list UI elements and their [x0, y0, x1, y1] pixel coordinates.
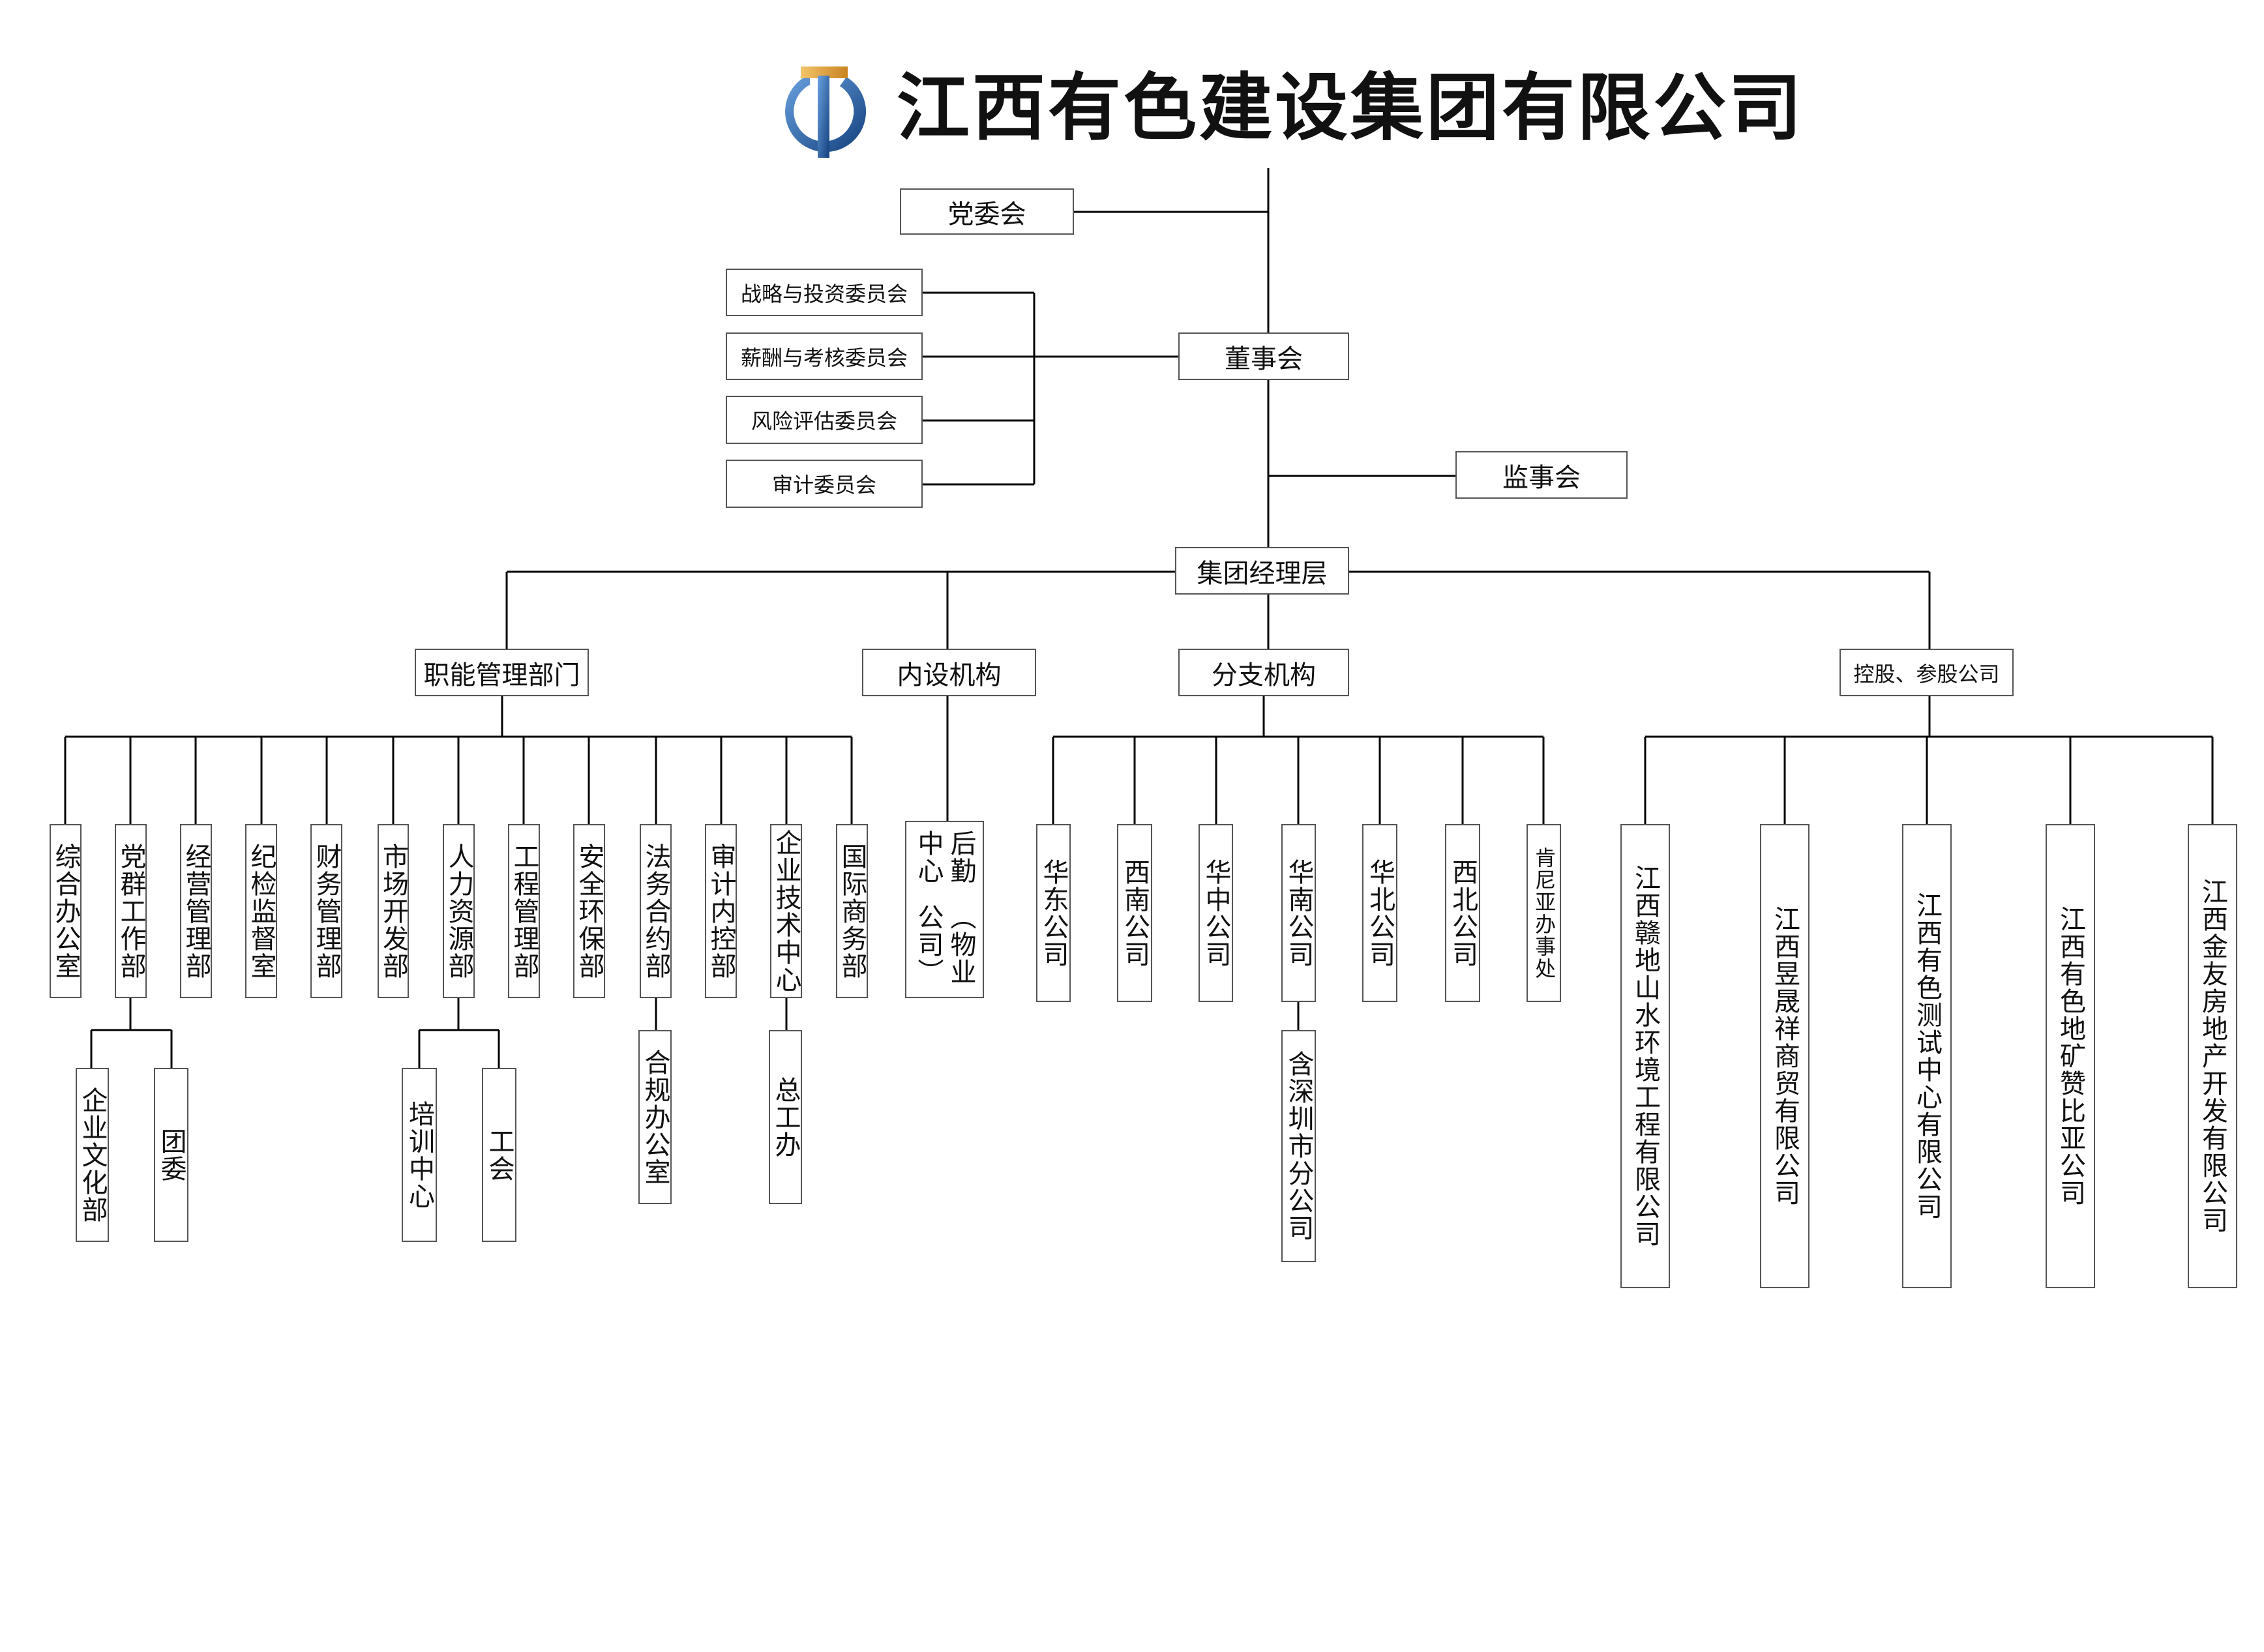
holdings-box: 控股、参股公司: [1840, 649, 2014, 696]
branch-box: 华北公司: [1362, 824, 1397, 1002]
branch-box: 华南公司: [1281, 824, 1316, 1002]
branch-box: 华中公司: [1199, 824, 1233, 1002]
holding-company-box: 江西昱晟祥商贸有限公司: [1760, 824, 1810, 1288]
branch-box: 肯尼亚办事处: [1527, 824, 1561, 1002]
internal-units-box: 内设机构: [862, 649, 1036, 696]
party-committee-box: 党委会: [900, 188, 1074, 235]
audit-committee-box: 审计委员会: [726, 460, 923, 508]
company-logo-icon: [785, 66, 867, 158]
department-box: 审计内控部: [705, 824, 737, 998]
risk-assessment-committee-box: 风险评估委员会: [726, 396, 923, 444]
holding-company-box: 江西金友房地产开发有限公司: [2188, 824, 2237, 1288]
department-box: 企业技术中心: [770, 824, 802, 998]
department-box: 安全环保部: [573, 824, 605, 998]
branches-box: 分支机构: [1178, 649, 1349, 696]
department-box: 工程管理部: [508, 824, 540, 998]
department-box: 法务合约部: [640, 824, 672, 998]
branch-sub-unit-box: 含深圳市分公司: [1281, 1030, 1316, 1262]
sub-unit-box: 工会: [482, 1068, 516, 1242]
sub-unit-box: 总工办: [769, 1030, 802, 1204]
holding-company-box: 江西赣地山水环境工程有限公司: [1620, 824, 1670, 1288]
branch-box: 西南公司: [1117, 824, 1152, 1002]
board-of-directors-box: 董事会: [1178, 332, 1349, 380]
branch-box: 西北公司: [1445, 824, 1480, 1002]
management-layer-box: 集团经理层: [1175, 547, 1349, 595]
department-box: 财务管理部: [310, 824, 342, 998]
sub-unit-box: 培训中心: [402, 1068, 437, 1242]
company-title: 江西有色建设集团有限公司: [897, 66, 1804, 151]
functional-departments-box: 职能管理部门: [415, 649, 589, 696]
sub-unit-box: 合规办公室: [638, 1030, 672, 1204]
sub-unit-box: 团委: [154, 1068, 188, 1242]
department-box: 经营管理部: [180, 824, 212, 998]
department-box: 党群工作部: [115, 824, 147, 998]
department-box: 国际商务部: [836, 824, 868, 998]
internal-unit-box: 后勤中心 （物业公司）: [905, 821, 984, 998]
department-box: 人力资源部: [443, 824, 475, 998]
holding-company-box: 江西有色地矿赞比亚公司: [2046, 824, 2095, 1288]
branch-box: 华东公司: [1036, 824, 1071, 1002]
department-box: 综合办公室: [50, 824, 82, 998]
supervisory-board-box: 监事会: [1455, 451, 1628, 499]
internal-unit-line: 后勤中心: [913, 829, 976, 885]
department-box: 纪检监督室: [245, 824, 277, 998]
compensation-committee-box: 薪酬与考核委员会: [726, 332, 923, 380]
holding-company-box: 江西有色测试中心有限公司: [1902, 824, 1952, 1288]
department-box: 市场开发部: [378, 824, 409, 998]
internal-unit-line: （物业公司）: [913, 903, 976, 986]
sub-unit-box: 企业文化部: [76, 1068, 109, 1242]
strategy-investment-committee-box: 战略与投资委员会: [726, 269, 923, 316]
